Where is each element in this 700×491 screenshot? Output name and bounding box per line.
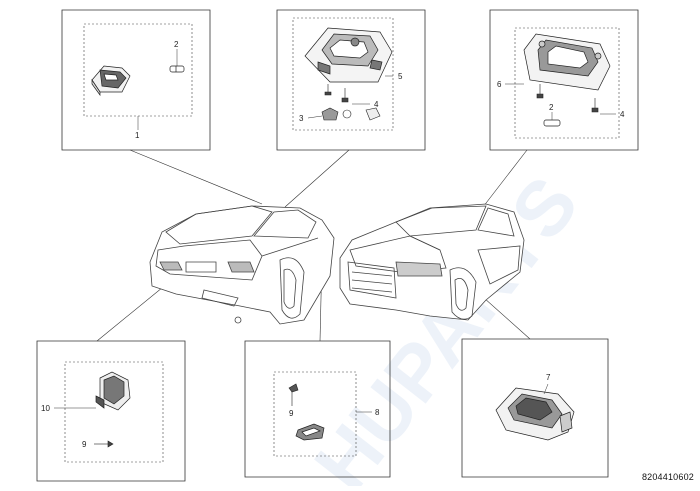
callout-p5-8: 8 xyxy=(375,408,380,417)
panel-5 xyxy=(245,341,390,477)
part-2-bulb xyxy=(170,66,184,72)
part-10-trunk-lamp xyxy=(96,372,130,410)
callout-p3-6: 6 xyxy=(497,80,502,89)
panel-4 xyxy=(37,341,185,481)
part-screw-p3-left xyxy=(537,84,543,98)
panel-5-inner-frame xyxy=(274,372,356,456)
panel-4-inner-frame xyxy=(65,362,163,462)
leader-p2-3 xyxy=(308,116,322,118)
part-4-screw xyxy=(342,88,348,102)
leader-p6-7 xyxy=(544,384,548,394)
part-4-screw-p3 xyxy=(592,98,598,112)
callout-p6-7: 7 xyxy=(546,373,551,382)
part-7-footwell-lamp xyxy=(496,388,574,440)
part-1-map-lamp xyxy=(92,66,130,95)
leader-panel-3 xyxy=(483,150,527,207)
panel-3 xyxy=(490,10,638,150)
panel-3-inner-frame xyxy=(515,28,619,138)
callout-p2-3: 3 xyxy=(299,114,304,123)
part-8-glove-box-lamp xyxy=(296,424,324,440)
panel-2-inner-frame xyxy=(293,18,393,130)
callout-p1-2: 2 xyxy=(174,40,179,49)
part-screw-left xyxy=(325,84,331,95)
callout-p2-5: 5 xyxy=(398,72,403,81)
car-front-view xyxy=(340,204,524,320)
callout-p5-9: 9 xyxy=(289,409,294,418)
callout-p4-10: 10 xyxy=(41,404,50,413)
document-number: 8204410602 xyxy=(641,472,694,482)
panel-6 xyxy=(462,339,608,477)
panel-2 xyxy=(277,10,425,150)
part-6-dome-lamp xyxy=(524,34,610,90)
car-rear-view xyxy=(150,206,334,324)
callout-labels: 2 1 5 4 3 6 2 4 10 9 9 8 7 xyxy=(41,40,625,449)
callout-p1-1: 1 xyxy=(135,131,140,140)
part-2-bulb-p3 xyxy=(544,120,560,126)
part-5-overhead-console xyxy=(305,28,392,82)
part-9-bulb-p4 xyxy=(94,441,113,447)
callout-p3-4: 4 xyxy=(620,110,625,119)
part-3-switch xyxy=(322,108,380,120)
callout-p4-9: 9 xyxy=(82,440,87,449)
panel-1 xyxy=(62,10,210,150)
leader-panel-1 xyxy=(130,150,262,204)
leader-panel-2 xyxy=(285,150,349,207)
callout-p2-4: 4 xyxy=(374,100,379,109)
callout-p3-2: 2 xyxy=(549,103,554,112)
part-9-bulb-p5 xyxy=(289,384,298,406)
